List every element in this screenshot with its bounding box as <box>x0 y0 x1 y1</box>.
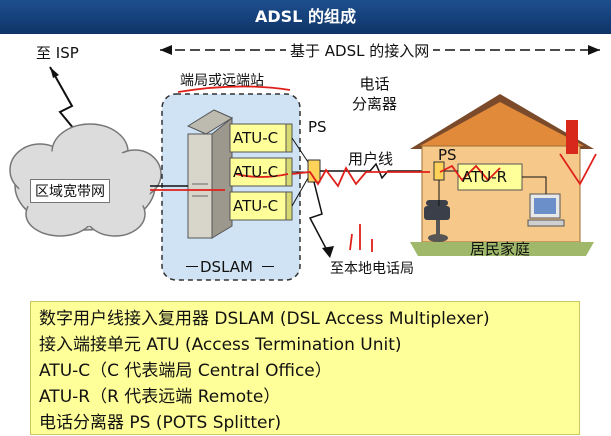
phone-icon <box>424 206 450 220</box>
ps-left-label: PS <box>308 118 327 136</box>
house-ground <box>410 242 594 256</box>
atu-c-label-2: ATU-C <box>233 163 279 181</box>
atu-c-box-2 <box>229 157 287 187</box>
legend-item-dslam: 数字用户线接入复用器 DSLAM (DSL Access Multiplexer… <box>39 309 490 329</box>
red-annotations <box>150 85 597 252</box>
access-network-label: 基于 ADSL 的接入网 <box>286 40 434 61</box>
local-phone-link <box>308 181 331 257</box>
ps-right-label: PS <box>438 146 457 164</box>
atu-c-stack <box>229 123 293 221</box>
lightning-arrow-icon <box>50 67 59 78</box>
atu-r-label: ATU-R <box>462 168 508 186</box>
legend-box: 数字用户线接入复用器 DSLAM (DSL Access Multiplexer… <box>30 301 580 435</box>
legend-item-ps: 电话分离器 PS (POTS Splitter) <box>39 413 282 433</box>
atu-c-box-3 <box>229 191 287 221</box>
atu-c-label-1: ATU-C <box>233 129 279 147</box>
adsl-diagram: 至 ISP 基于 ADSL 的接入网 端局或远端站 区域宽带网 ATU-C AT… <box>0 34 611 300</box>
chimney <box>566 120 578 154</box>
legend-item-atu-r: ATU-R（R 代表远端 Remote） <box>39 387 281 407</box>
central-office-label: 端局或远端站 <box>180 73 264 89</box>
dslam-label: DSLAM <box>200 258 253 276</box>
user-line-label: 用户线 <box>348 150 394 168</box>
local-phone-label: 至本地电话局 <box>330 261 414 277</box>
atur-computer-link <box>522 176 547 194</box>
span-arrow-right-icon <box>588 45 600 55</box>
home-label: 居民家庭 <box>470 240 531 258</box>
slide-title: ADSL 的组成 <box>0 0 611 34</box>
regional-net-label: 区域宽带网 <box>30 179 110 203</box>
isp-label: 至 ISP <box>36 44 79 62</box>
span-arrow-left-icon <box>160 45 172 55</box>
atu-link-1 <box>291 137 309 163</box>
server-front <box>187 133 213 239</box>
atu-c-label-3: ATU-C <box>233 197 279 215</box>
legend-item-atu-c: ATU-C（C 代表端局 Central Office） <box>39 361 332 381</box>
legend-item-atu: 接入端接单元 ATU (Access Termination Unit) <box>39 335 402 355</box>
atu-link-3 <box>291 177 309 207</box>
splitter-label: 电话 分离器 <box>352 75 398 113</box>
house-icon <box>410 94 594 256</box>
local-phone-arrow-icon <box>322 246 334 258</box>
user-line-wire <box>320 162 434 180</box>
diagram-graphics <box>9 45 600 281</box>
server-side <box>211 116 233 239</box>
